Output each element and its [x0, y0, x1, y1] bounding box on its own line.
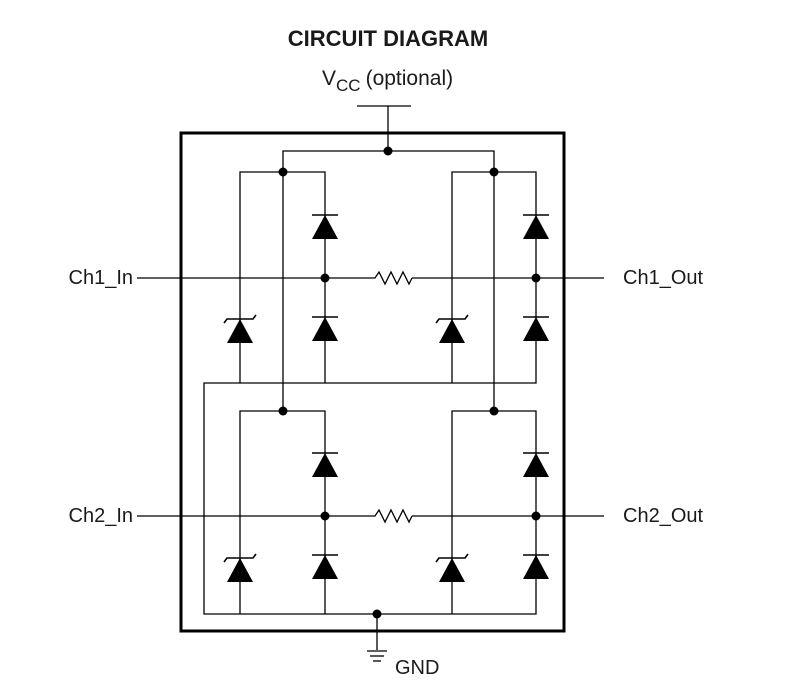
ch2-right-loop — [451, 410, 537, 614]
ch2-in-label: Ch2_In — [69, 505, 134, 527]
gnd-label: GND — [395, 657, 439, 679]
ch2-out-label: Ch2_Out — [623, 505, 703, 527]
ch1-upper-right-diode-icon — [523, 214, 549, 239]
ch2-left-loop — [239, 410, 326, 614]
junction-dot — [531, 511, 541, 521]
diagram-title: CIRCUIT DIAGRAM — [288, 26, 488, 51]
vcc-label: VCC (optional) — [322, 67, 453, 95]
ch1-left-zener-diode-icon — [223, 314, 257, 343]
junction-dot — [383, 146, 393, 156]
ch1-series-resistor-icon — [372, 270, 413, 286]
vcc-subscript: CC — [336, 76, 361, 95]
ch2-lower-right-diode-icon — [523, 554, 549, 579]
ch2-series-resistor-icon — [372, 508, 413, 524]
junction-dot — [372, 609, 382, 619]
ch2-upper-right-diode-icon — [523, 452, 549, 477]
vcc-note: (optional) — [366, 67, 454, 90]
ch2-lower-left-diode-icon — [312, 554, 338, 579]
ch2-upper-left-diode-icon — [312, 452, 338, 477]
ch1-right-zener-diode-icon — [435, 314, 469, 343]
ground-icon — [367, 650, 387, 662]
package-outline — [179, 131, 566, 633]
gnd-rail — [203, 382, 537, 615]
ch2-left-zener-diode-icon — [223, 553, 257, 582]
junction-dot — [320, 273, 330, 283]
vcc-symbol: V — [322, 67, 336, 90]
junction-dot — [278, 406, 288, 416]
ch1-lower-right-diode-icon — [523, 316, 549, 341]
junction-dots — [278, 146, 541, 619]
ch1-in-label: Ch1_In — [69, 267, 134, 289]
ch2-right-zener-diode-icon — [435, 553, 469, 582]
junction-dot — [489, 167, 499, 177]
ch1-lower-left-diode-icon — [312, 316, 338, 341]
junction-dot — [320, 511, 330, 521]
ch1-upper-left-diode-icon — [312, 214, 338, 239]
junction-dot — [531, 273, 541, 283]
ch1-out-label: Ch1_Out — [623, 267, 703, 289]
junction-dot — [278, 167, 288, 177]
junction-dot — [489, 406, 499, 416]
